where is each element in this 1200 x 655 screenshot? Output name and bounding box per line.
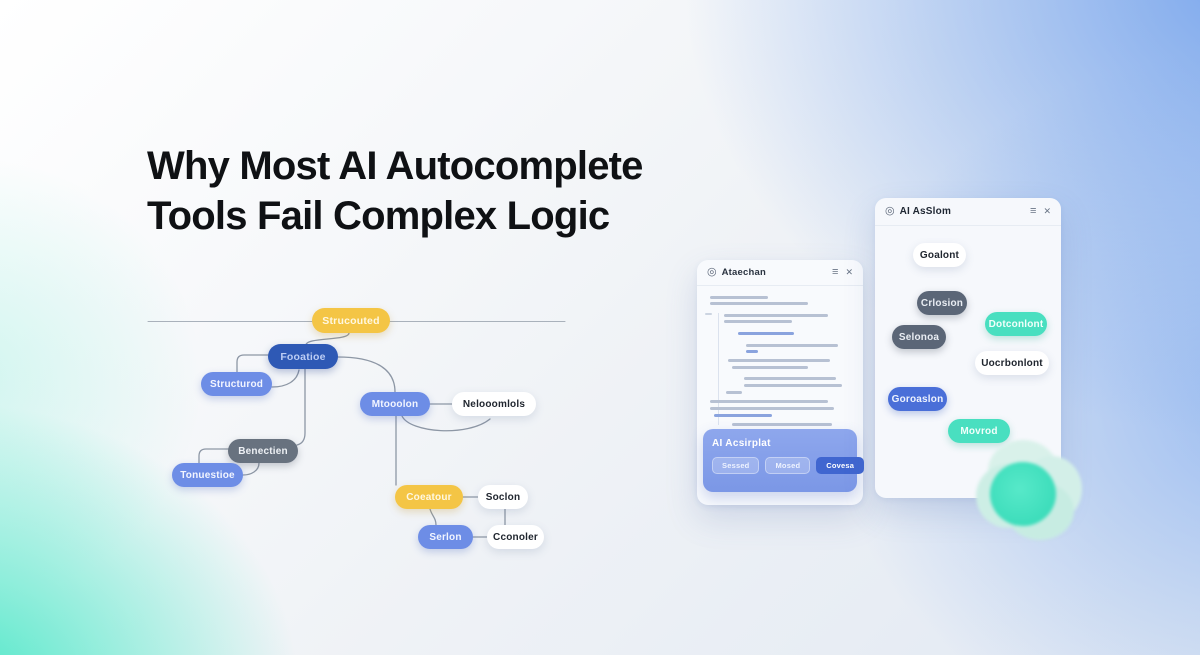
- doc-panel-menu-icon[interactable]: ≡: [832, 266, 839, 278]
- flow-node-benectien: Benectien: [228, 439, 298, 463]
- ai-node-goroaslon: Goroaslon: [888, 387, 947, 411]
- flow-node-strucouted: Strucouted: [312, 308, 390, 333]
- ai-panel-header: ◎ AI AsSlom ≡ ✕: [875, 198, 1061, 226]
- indent-guide: [718, 313, 719, 425]
- flow-node-coeatour: Coeatour: [395, 485, 463, 509]
- ai-panel-app-icon: ◎: [885, 205, 895, 217]
- flow-node-mtooolon: Mtooolon: [360, 392, 430, 416]
- flow-node-structurod: Structurod: [201, 372, 272, 396]
- assistant-box-title: AI Acsirplat: [712, 438, 771, 449]
- page-title: Why Most AI Autocomplete Tools Fail Comp…: [147, 141, 643, 241]
- ai-node-uocrbonlont: Uocrbonlont: [975, 351, 1049, 375]
- teal-blob-decoration: [976, 440, 1088, 544]
- assistant-button-covesa[interactable]: Covesa: [816, 457, 865, 474]
- doc-panel-header: ◎ Ataechan ≡ ✕: [697, 260, 863, 286]
- doc-panel-close-icon[interactable]: ✕: [845, 267, 853, 277]
- doc-panel-app-icon: ◎: [707, 266, 717, 278]
- ai-panel-menu-icon[interactable]: ≡: [1030, 205, 1037, 217]
- doc-panel: ◎ Ataechan ≡ ✕: [697, 260, 865, 505]
- assistant-button-mosed[interactable]: Mosed: [765, 457, 811, 474]
- ai-node-goalont: Goalont: [913, 243, 966, 267]
- doc-panel-title: Ataechan: [721, 267, 766, 278]
- assistant-button-sessed[interactable]: Sessed: [712, 457, 760, 474]
- assistant-buttons: Sessed Mosed Covesa: [712, 457, 865, 474]
- flow-node-fooatioe: Fooatioe: [268, 344, 338, 369]
- flow-node-serlon: Serlon: [418, 525, 473, 549]
- ai-node-movrod: Movrod: [948, 419, 1010, 443]
- flow-node-soclon: Soclon: [478, 485, 528, 509]
- ai-panel-close-icon[interactable]: ✕: [1043, 206, 1051, 216]
- flow-node-tonuestioe: Tonuestioe: [172, 463, 243, 487]
- ai-node-selonoa: Selonoa: [892, 325, 946, 349]
- assistant-box: AI Acsirplat Sessed Mosed Covesa: [703, 429, 865, 492]
- ai-node-crlosion: Crlosion: [917, 291, 967, 315]
- page-title-line1: Why Most AI Autocomplete: [147, 144, 643, 188]
- page-title-line2: Tools Fail Complex Logic: [147, 194, 610, 238]
- flow-node-cconoler: Cconoler: [487, 525, 544, 549]
- ai-node-dotconlont: Dotconlont: [985, 312, 1047, 336]
- flow-node-nelooomlols: Nelooomlols: [452, 392, 536, 416]
- ai-panel-title: AI AsSlom: [899, 206, 952, 217]
